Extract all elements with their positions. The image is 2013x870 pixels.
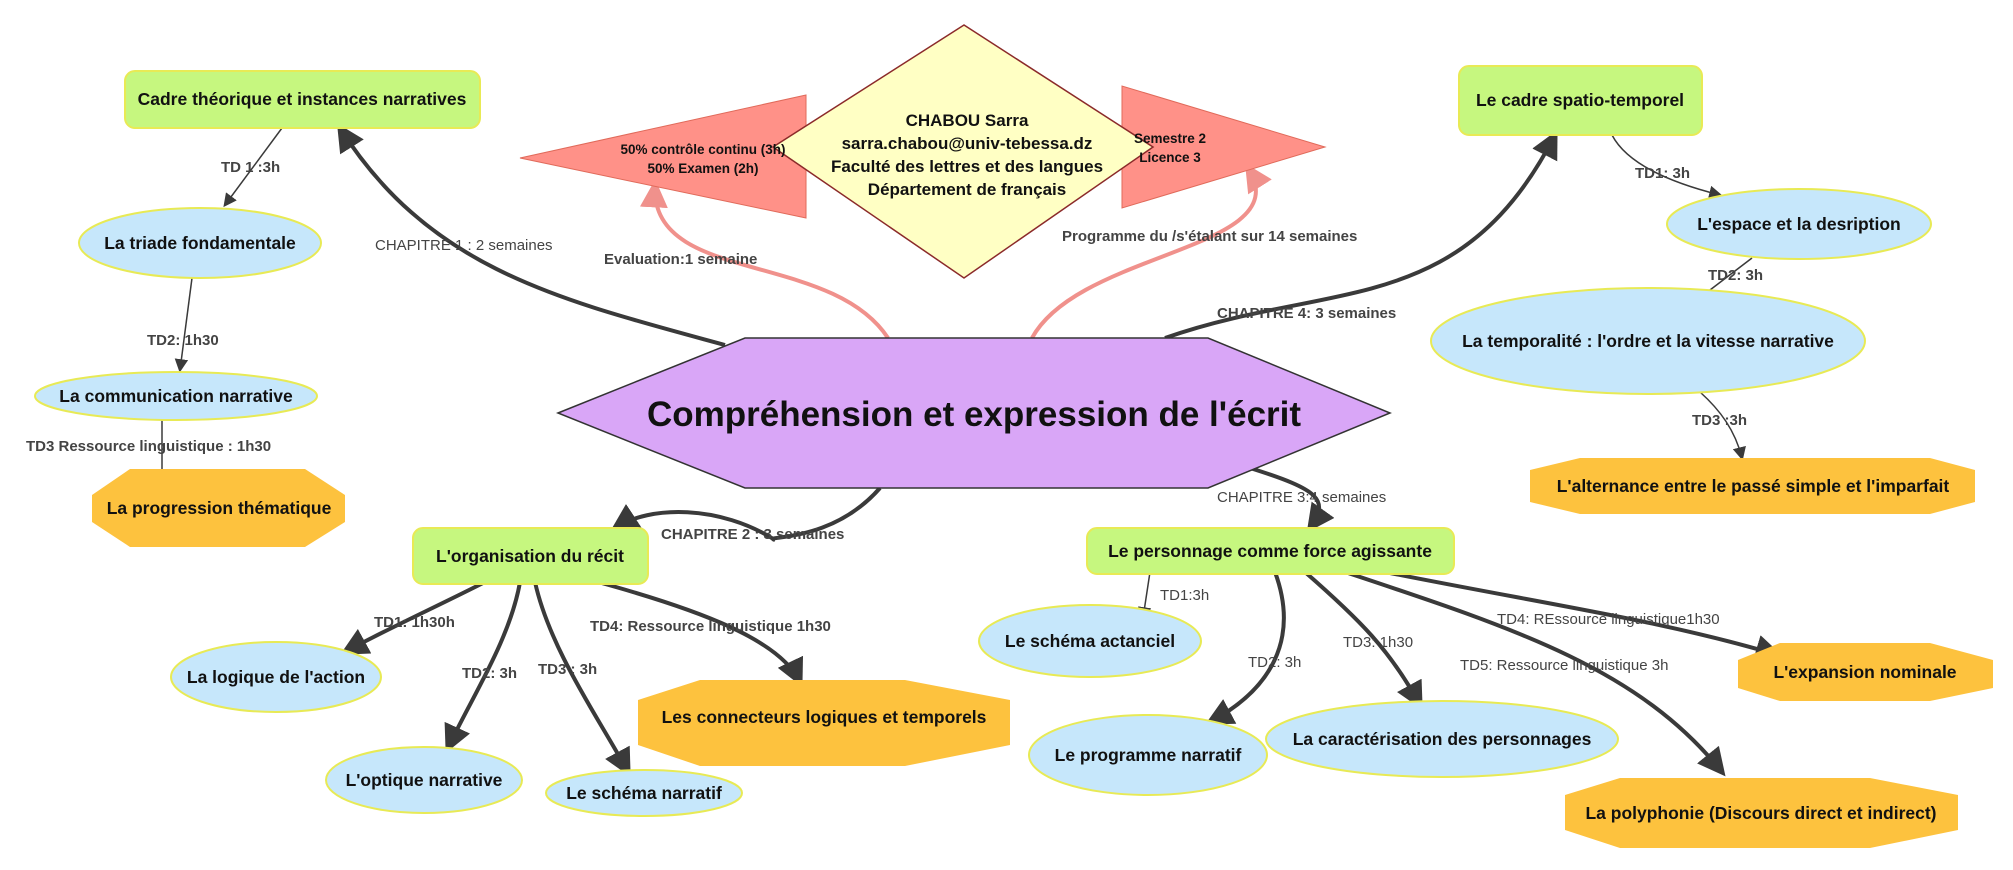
edge-chapter2 bbox=[610, 486, 882, 542]
edge-c4-td3 bbox=[1699, 391, 1746, 461]
edge-c3-td4 bbox=[1384, 570, 1784, 663]
link-labels: Evaluation:1 semaine Programme du /s'éta… bbox=[26, 159, 1763, 682]
svg-text:L'expansion nominale: L'expansion nominale bbox=[1773, 662, 1956, 682]
edge-c2-td1 bbox=[340, 580, 486, 655]
label-c3-td2: TD2: 3h bbox=[1248, 654, 1301, 671]
svg-text:La logique de l'action: La logique de l'action bbox=[187, 667, 365, 687]
edge-chapter3 bbox=[1249, 466, 1335, 533]
edge-chapter1 bbox=[336, 123, 726, 347]
edge-programme bbox=[1030, 163, 1272, 339]
resource-expansion[interactable]: L'expansion nominale bbox=[1738, 643, 1993, 701]
topic-caracterisation[interactable]: La caractérisation des personnages bbox=[1265, 700, 1619, 778]
semester-label: Semestre 2 bbox=[1134, 131, 1206, 146]
edge-c3-td2 bbox=[1205, 571, 1286, 725]
topic-schema-narratif[interactable]: Le schéma narratif bbox=[545, 769, 743, 817]
edge-evaluation bbox=[639, 179, 890, 340]
label-c3-td4: TD4: REssource linguistique1h30 bbox=[1497, 611, 1720, 628]
chapter3-node[interactable]: Le personnage comme force agissante bbox=[1086, 527, 1455, 575]
chapter4-node[interactable]: Le cadre spatio-temporel bbox=[1458, 65, 1703, 136]
svg-text:La polyphonie (Discours direct: La polyphonie (Discours direct et indire… bbox=[1585, 803, 1936, 823]
info-diamond bbox=[771, 24, 1155, 279]
svg-text:Les connecteurs logiques et te: Les connecteurs logiques et temporels bbox=[662, 707, 987, 727]
label-c2-td1: TD1: 1h30h bbox=[374, 614, 455, 631]
info-faculty: Faculté des lettres et des langues bbox=[831, 157, 1103, 176]
svg-text:Le cadre spatio-temporel: Le cadre spatio-temporel bbox=[1476, 90, 1684, 110]
svg-text:La communication narrative: La communication narrative bbox=[59, 386, 293, 406]
eval-line2: 50% Examen (2h) bbox=[647, 161, 758, 176]
label-c3-td1: TD1:3h bbox=[1160, 587, 1209, 604]
edges bbox=[161, 123, 1784, 777]
topic-optique[interactable]: L'optique narrative bbox=[325, 746, 523, 814]
resource-nodes: La progression thématique Les connecteur… bbox=[92, 458, 1993, 848]
svg-text:La triade fondamentale: La triade fondamentale bbox=[104, 233, 296, 253]
topic-nodes: La triade fondamentale La communication … bbox=[34, 188, 1932, 817]
svg-text:L'alternance entre le passé si: L'alternance entre le passé simple et l'… bbox=[1557, 476, 1950, 496]
chapter2-node[interactable]: L'organisation du récit bbox=[412, 527, 649, 585]
svg-text:L'espace et la desription: L'espace et la desription bbox=[1697, 214, 1901, 234]
label-c1-td3: TD3 Ressource linguistique : 1h30 bbox=[26, 438, 271, 455]
info-department: Département de français bbox=[868, 180, 1066, 199]
label-c2-td2: TD2: 3h bbox=[462, 665, 517, 682]
info-email: sarra.chabou@univ-tebessa.dz bbox=[842, 134, 1093, 153]
resource-polyphonie[interactable]: La polyphonie (Discours direct et indire… bbox=[1565, 778, 1958, 848]
label-c4-td1: TD1: 3h bbox=[1635, 165, 1690, 182]
edge-chapter4 bbox=[1164, 130, 1558, 340]
level-label: Licence 3 bbox=[1139, 150, 1201, 165]
central-title: Compréhension et expression de l'écrit bbox=[647, 395, 1301, 434]
topic-temporalite[interactable]: La temporalité : l'ordre et la vitesse n… bbox=[1430, 287, 1866, 395]
svg-text:Cadre théorique et instances n: Cadre théorique et instances narratives bbox=[138, 89, 467, 109]
label-ch3: CHAPITRE 3:4 semaines bbox=[1217, 489, 1386, 506]
svg-text:La progression thématique: La progression thématique bbox=[107, 498, 332, 518]
label-c2-td4: TD4: Ressource linguistique 1h30 bbox=[590, 618, 831, 635]
edge-c2-td3 bbox=[533, 581, 631, 777]
eval-line1: 50% contrôle continu (3h) bbox=[620, 142, 785, 157]
info-group: CHABOU Sarra sarra.chabou@univ-tebessa.d… bbox=[519, 24, 1327, 279]
label-c4-td3: TD3 :3h bbox=[1692, 412, 1747, 429]
svg-text:L'organisation du récit: L'organisation du récit bbox=[436, 546, 624, 566]
label-c3-td5: TD5: Ressource linguistique 3h bbox=[1460, 657, 1668, 674]
label-ch1: CHAPITRE 1 : 2 semaines bbox=[375, 237, 553, 254]
svg-text:La caractérisation des personn: La caractérisation des personnages bbox=[1293, 729, 1592, 749]
label-programme: Programme du /s'étalant sur 14 semaines bbox=[1062, 228, 1357, 245]
edge-c4-td2 bbox=[1709, 257, 1753, 291]
topic-logique[interactable]: La logique de l'action bbox=[170, 641, 382, 713]
label-c1-td2: TD2: 1h30 bbox=[147, 332, 219, 349]
svg-text:Le schéma actanciel: Le schéma actanciel bbox=[1005, 631, 1175, 651]
svg-text:Le personnage comme force agis: Le personnage comme force agissante bbox=[1108, 541, 1432, 561]
edge-c2-td4 bbox=[597, 580, 803, 688]
resource-connecteurs[interactable]: Les connecteurs logiques et temporels bbox=[638, 680, 1010, 766]
svg-text:La temporalité : l'ordre et la: La temporalité : l'ordre et la vitesse n… bbox=[1462, 331, 1834, 351]
label-c1-td1: TD 1 :3h bbox=[221, 159, 280, 176]
central-node[interactable]: Compréhension et expression de l'écrit bbox=[555, 337, 1392, 489]
edge-c3-td5 bbox=[1344, 570, 1726, 777]
topic-espace[interactable]: L'espace et la desription bbox=[1666, 188, 1932, 260]
label-evaluation: Evaluation:1 semaine bbox=[604, 251, 757, 268]
svg-text:L'optique narrative: L'optique narrative bbox=[346, 770, 503, 790]
topic-communication[interactable]: La communication narrative bbox=[34, 371, 318, 421]
label-c2-td3: TD3 : 3h bbox=[538, 661, 597, 678]
label-ch4: CHAPITRE 4: 3 semaines bbox=[1217, 305, 1396, 322]
label-c4-td2: TD2: 3h bbox=[1708, 267, 1763, 284]
chapter-nodes: Cadre théorique et instances narratives … bbox=[124, 65, 1703, 585]
edge-c1-td1 bbox=[223, 127, 283, 208]
topic-schema-actanciel[interactable]: Le schéma actanciel bbox=[978, 604, 1202, 678]
edge-c1-td2 bbox=[174, 277, 193, 373]
svg-text:Le schéma narratif: Le schéma narratif bbox=[566, 783, 722, 803]
svg-text:Le programme narratif: Le programme narratif bbox=[1055, 745, 1242, 765]
edge-c3-td3 bbox=[1303, 570, 1423, 710]
topic-programme-narratif[interactable]: Le programme narratif bbox=[1028, 714, 1268, 796]
edge-c2-td2 bbox=[444, 581, 522, 754]
resource-progression[interactable]: La progression thématique bbox=[92, 469, 345, 547]
topic-triade[interactable]: La triade fondamentale bbox=[78, 207, 322, 279]
label-c3-td3: TD3: 1h30 bbox=[1343, 634, 1413, 651]
info-author: CHABOU Sarra bbox=[906, 111, 1029, 130]
label-ch2: CHAPITRE 2 : 3 semaines bbox=[661, 526, 844, 543]
edge-c4-td1 bbox=[1611, 134, 1723, 199]
chapter1-node[interactable]: Cadre théorique et instances narratives bbox=[124, 70, 481, 129]
resource-alternance[interactable]: L'alternance entre le passé simple et l'… bbox=[1530, 458, 1975, 514]
